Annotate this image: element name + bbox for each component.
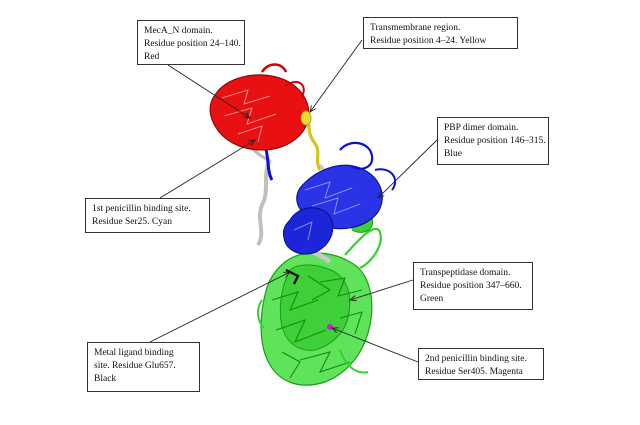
callout-line: Residue position 4–24. Yellow (370, 35, 487, 46)
callout-line: PBP dimer domain. (444, 123, 519, 133)
callout-second-penicillin-binding-site: 2nd penicillin binding site. Residue Ser… (418, 348, 544, 380)
callout-leader-lines (149, 39, 438, 363)
callout-pbp-dimer-domain: PBP dimer domain. Residue position 146–3… (437, 117, 549, 165)
callout-meca-n-domain: MecA_N domain. Residue position 24–140. … (137, 20, 245, 65)
callout-line: Black (94, 373, 117, 384)
callout-metal-ligand-binding-site: Metal ligand binding site. Residue Glu65… (87, 342, 200, 392)
callout-line: Residue position 146–315. (444, 135, 546, 146)
callout-line: Transpeptidase domain. (420, 268, 511, 278)
leader-penicillin-site-1 (159, 140, 255, 199)
meca-n-domain-red (209, 63, 310, 151)
transmembrane-region-yellow (300, 110, 322, 171)
callout-transpeptidase-domain: Transpeptidase domain. Residue position … (413, 262, 533, 310)
callout-line: Residue position 24–140. (144, 38, 241, 49)
magenta-binding-site-marker (327, 324, 333, 330)
callout-line: Metal ligand binding (94, 348, 174, 358)
callout-line: Green (420, 293, 444, 304)
callout-line: Residue position 347–660. (420, 280, 522, 291)
pbp-dimer-domain-blue (260, 139, 397, 255)
callout-transmembrane-region: Transmembrane region. Residue position 4… (363, 17, 518, 49)
leader-penicillin-site-2 (332, 328, 419, 363)
callout-line: Residue Ser405. Magenta (425, 366, 523, 377)
callout-first-penicillin-binding-site: 1st penicillin binding site. Residue Ser… (85, 198, 210, 233)
leader-pbp-dimer (378, 139, 438, 198)
callout-line: Transmembrane region. (370, 23, 461, 33)
callout-line: site. Residue Glu657. (94, 360, 176, 371)
callout-line: MecA_N domain. (144, 26, 213, 36)
leader-transmembrane (310, 39, 363, 112)
leader-meca-n (167, 64, 250, 118)
callout-line: Red (144, 51, 160, 62)
leader-transpeptidase (350, 279, 414, 300)
callout-line: 2nd penicillin binding site. (425, 354, 527, 364)
callout-line: Residue Ser25. Cyan (92, 216, 172, 227)
callout-line: 1st penicillin binding site. (92, 204, 191, 214)
callout-line: Blue (444, 148, 462, 159)
leader-metal-ligand (149, 272, 290, 343)
